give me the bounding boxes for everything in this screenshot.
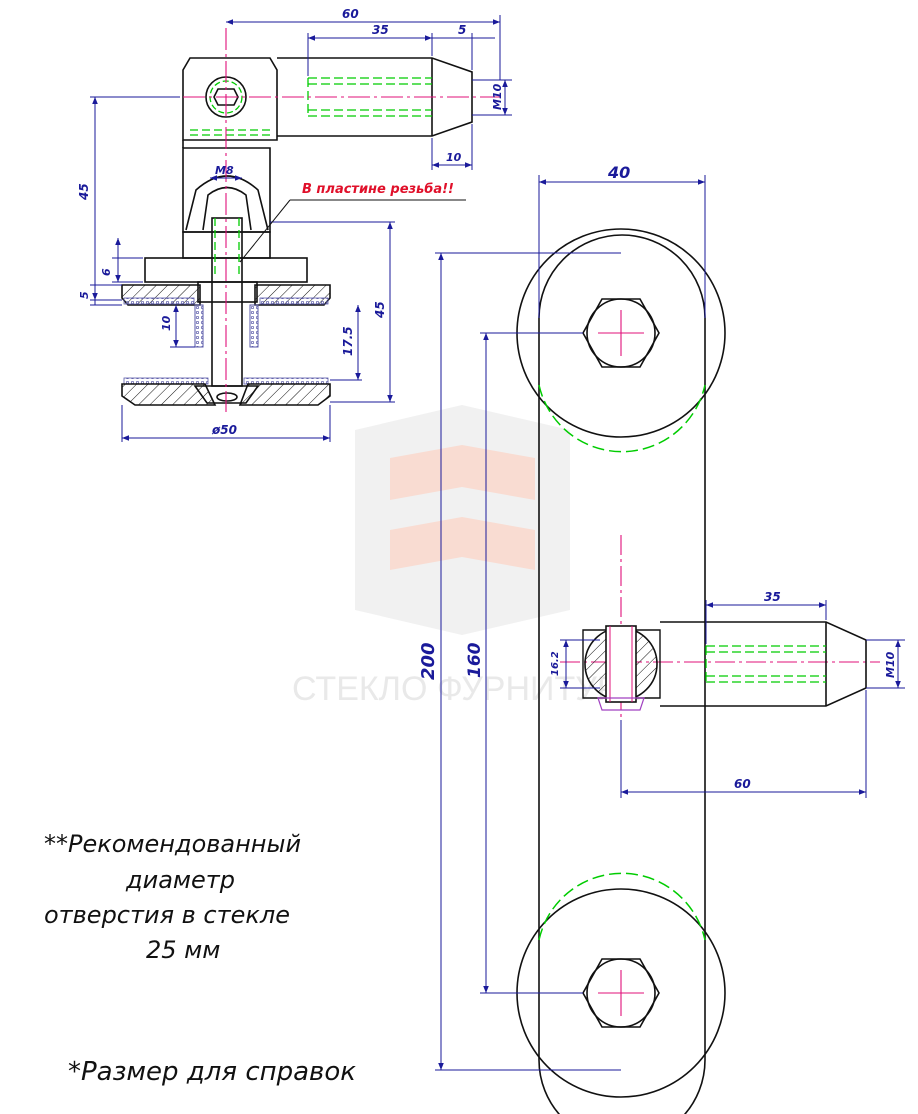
dim-35-top: 35 — [372, 23, 389, 37]
dim-6: 6 — [100, 268, 113, 276]
dim-5-washer: 5 — [78, 291, 91, 299]
dim-diameter-50: ø50 — [211, 423, 237, 437]
dim-45-right: 45 — [373, 301, 387, 319]
plate-dimensions — [435, 175, 905, 1071]
note-recommended-4: 25 мм — [146, 936, 220, 964]
assembly-dimensions — [90, 15, 512, 442]
dim-10-tip: 10 — [446, 151, 462, 164]
assembly-view — [121, 28, 500, 412]
dim-16-2: 16.2 — [550, 651, 561, 676]
dim-m8: M8 — [215, 164, 234, 177]
plate-dimension-labels: 40 200 160 16.2 35 M10 60 — [418, 163, 897, 791]
note-recommended-3: отверстия в стекле — [44, 901, 290, 929]
notes: **Рекомендованный диаметр отверстия в ст… — [44, 830, 356, 1087]
thread-warning: В пластине резьба!! — [302, 182, 454, 197]
watermark-text: СТЕКЛО ФУРНИТУРА — [292, 670, 640, 708]
dim-60-plate: 60 — [734, 777, 751, 791]
note-recommended-2: диаметр — [125, 866, 235, 894]
dim-40: 40 — [607, 163, 630, 182]
dim-60-top: 60 — [342, 7, 359, 21]
dim-5-top: 5 — [458, 23, 466, 37]
watermark-logo: СТЕКЛО ФУРНИТУРА — [292, 405, 640, 708]
dim-35-plate: 35 — [764, 590, 781, 604]
dim-m10-top: M10 — [491, 83, 504, 110]
dim-m10-plate: M10 — [884, 651, 897, 678]
dim-10-gap: 10 — [160, 315, 173, 331]
dim-160: 160 — [465, 642, 485, 678]
assembly-dimension-labels: 60 35 5 10 M10 M8 45 6 5 10 17.5 45 ø50 … — [77, 7, 504, 437]
dim-17-5: 17.5 — [341, 326, 355, 356]
plate-view — [516, 228, 880, 1114]
dim-200: 200 — [418, 642, 439, 680]
note-reference: *Размер для справок — [68, 1057, 356, 1087]
dim-45-left: 45 — [77, 183, 91, 201]
note-recommended-1: **Рекомендованный — [44, 830, 301, 858]
